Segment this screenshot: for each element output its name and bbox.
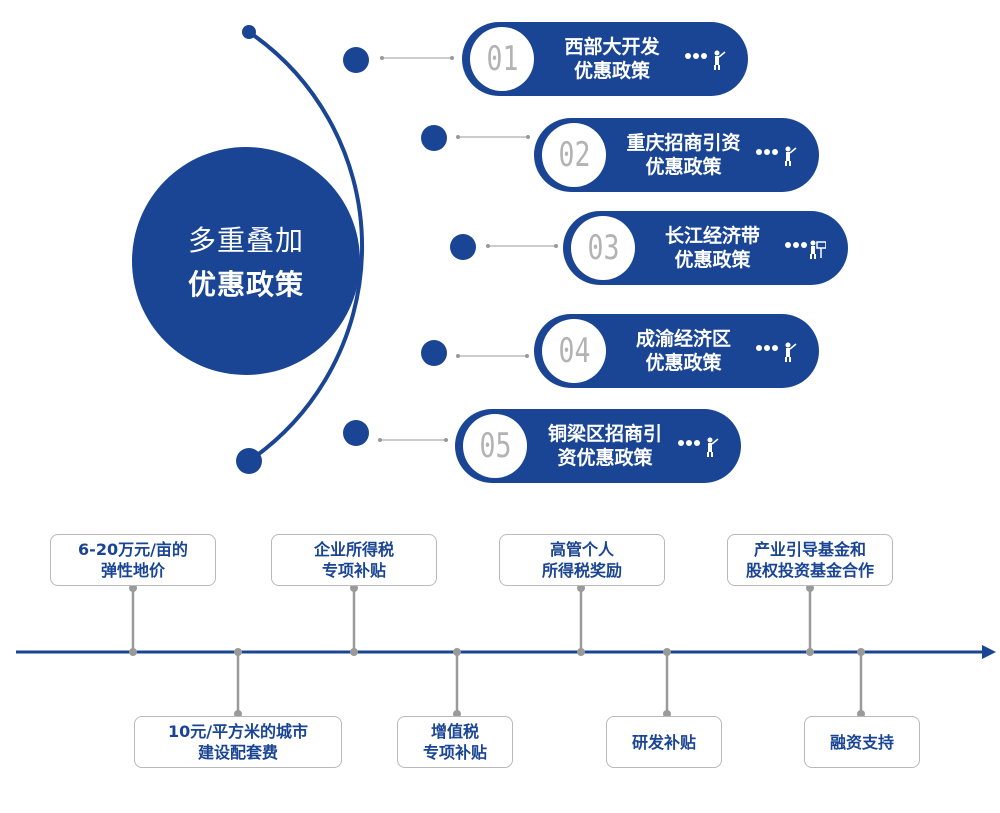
policy-pill-4: 04 成渝经济区 优惠政策 (534, 314, 819, 388)
connector-dot-2b (526, 135, 530, 139)
policy-number: 03 (587, 228, 619, 268)
center-title-line2: 优惠政策 (187, 268, 304, 301)
policy-number-badge: 04 (542, 319, 606, 383)
policy-number: 02 (558, 135, 590, 175)
policy-number: 05 (479, 426, 511, 466)
timeline-bottom-box-3: 研发补贴 (606, 716, 722, 768)
stem-top-dot-4a (806, 584, 814, 592)
stem-top-dot-4b (806, 648, 814, 656)
arc-end-dot (236, 448, 262, 474)
presenter-board-icon (785, 240, 826, 259)
timeline-top-box-3: 高管个人 所得税奖励 (499, 534, 665, 586)
policy-label: 重庆招商引资 优惠政策 (626, 132, 741, 178)
center-title: 多重叠加 优惠政策 (132, 162, 360, 360)
connector-dot-4b (525, 354, 529, 358)
policy-nodes (343, 47, 558, 446)
policy-number: 04 (558, 331, 590, 371)
timeline-bottom-box-1: 10元/平方米的城市 建设配套费 (134, 716, 342, 768)
policy-number-badge: 02 (542, 123, 606, 187)
stem-top-dot-3b (577, 648, 585, 656)
stem-bottom-dot-3a (663, 648, 671, 656)
timeline-top-box-2: 企业所得税 专项补贴 (271, 534, 437, 586)
policy-pill-1: 01 西部大开发 优惠政策 (462, 22, 748, 96)
stem-top-dot-3a (577, 584, 585, 592)
connector-dot-3 (486, 244, 490, 248)
stem-top-dot-1a (129, 584, 137, 592)
timeline-bottom-box-4: 融资支持 (804, 716, 920, 768)
arc-node-4 (421, 340, 447, 366)
stem-bottom-dot-1a (234, 648, 242, 656)
presenter-icon (685, 50, 726, 70)
stem-bottom-dot-2a (453, 648, 461, 656)
stem-bottom-dot-4a (857, 648, 865, 656)
connector-dot-1b (450, 56, 454, 60)
timeline-top-box-1: 6-20万元/亩的 弹性地价 (50, 534, 216, 586)
arc-node-2 (421, 125, 447, 151)
policy-label: 成渝经济区 优惠政策 (635, 328, 731, 374)
connector-dot-2 (456, 135, 460, 139)
arc-node-3 (450, 234, 476, 260)
policy-number-badge: 01 (470, 27, 534, 91)
arc-node-1 (343, 47, 369, 73)
timeline-bottom-stems (236, 652, 863, 714)
policy-number-badge: 03 (571, 216, 635, 280)
connector-dot-5 (378, 438, 382, 442)
timeline-bottom-dots (234, 648, 865, 718)
policy-label: 长江经济带 优惠政策 (664, 225, 760, 271)
presenter-icon (756, 146, 797, 166)
policy-pill-5: 05 铜梁区招商引 资优惠政策 (455, 409, 741, 483)
arc-start-dot (242, 25, 256, 39)
policy-label: 西部大开发 优惠政策 (564, 36, 660, 82)
connector-dot-1 (380, 56, 384, 60)
center-circle (132, 147, 360, 375)
connector-dot-3b (554, 244, 558, 248)
policy-pill-2: 02 重庆招商引资 优惠政策 (534, 118, 819, 192)
center-title-line1: 多重叠加 (187, 224, 304, 257)
stem-top-dot-2b (350, 648, 358, 656)
policy-label: 铜梁区招商引 资优惠政策 (547, 423, 662, 469)
stem-top-dot-1b (129, 648, 137, 656)
timeline-top-box-4: 产业引导基金和 股权投资基金合作 (727, 534, 893, 586)
presenter-icon (756, 342, 797, 362)
arc-node-5 (343, 420, 369, 446)
policy-number-badge: 05 (463, 414, 527, 478)
timeline-bottom-box-2: 增值税 专项补贴 (397, 716, 513, 768)
connector-dot-5b (444, 438, 448, 442)
presenter-icon (678, 437, 719, 457)
timeline-top-dots (129, 584, 814, 656)
policy-pill-3: 03 长江经济带 优惠政策 (563, 211, 848, 285)
timeline-top-stems (131, 588, 812, 652)
policy-arc (247, 30, 365, 463)
connector-dot-4 (456, 354, 460, 358)
policy-number: 01 (486, 39, 518, 79)
stem-top-dot-2a (350, 584, 358, 592)
timeline-arrow-head (982, 645, 996, 659)
